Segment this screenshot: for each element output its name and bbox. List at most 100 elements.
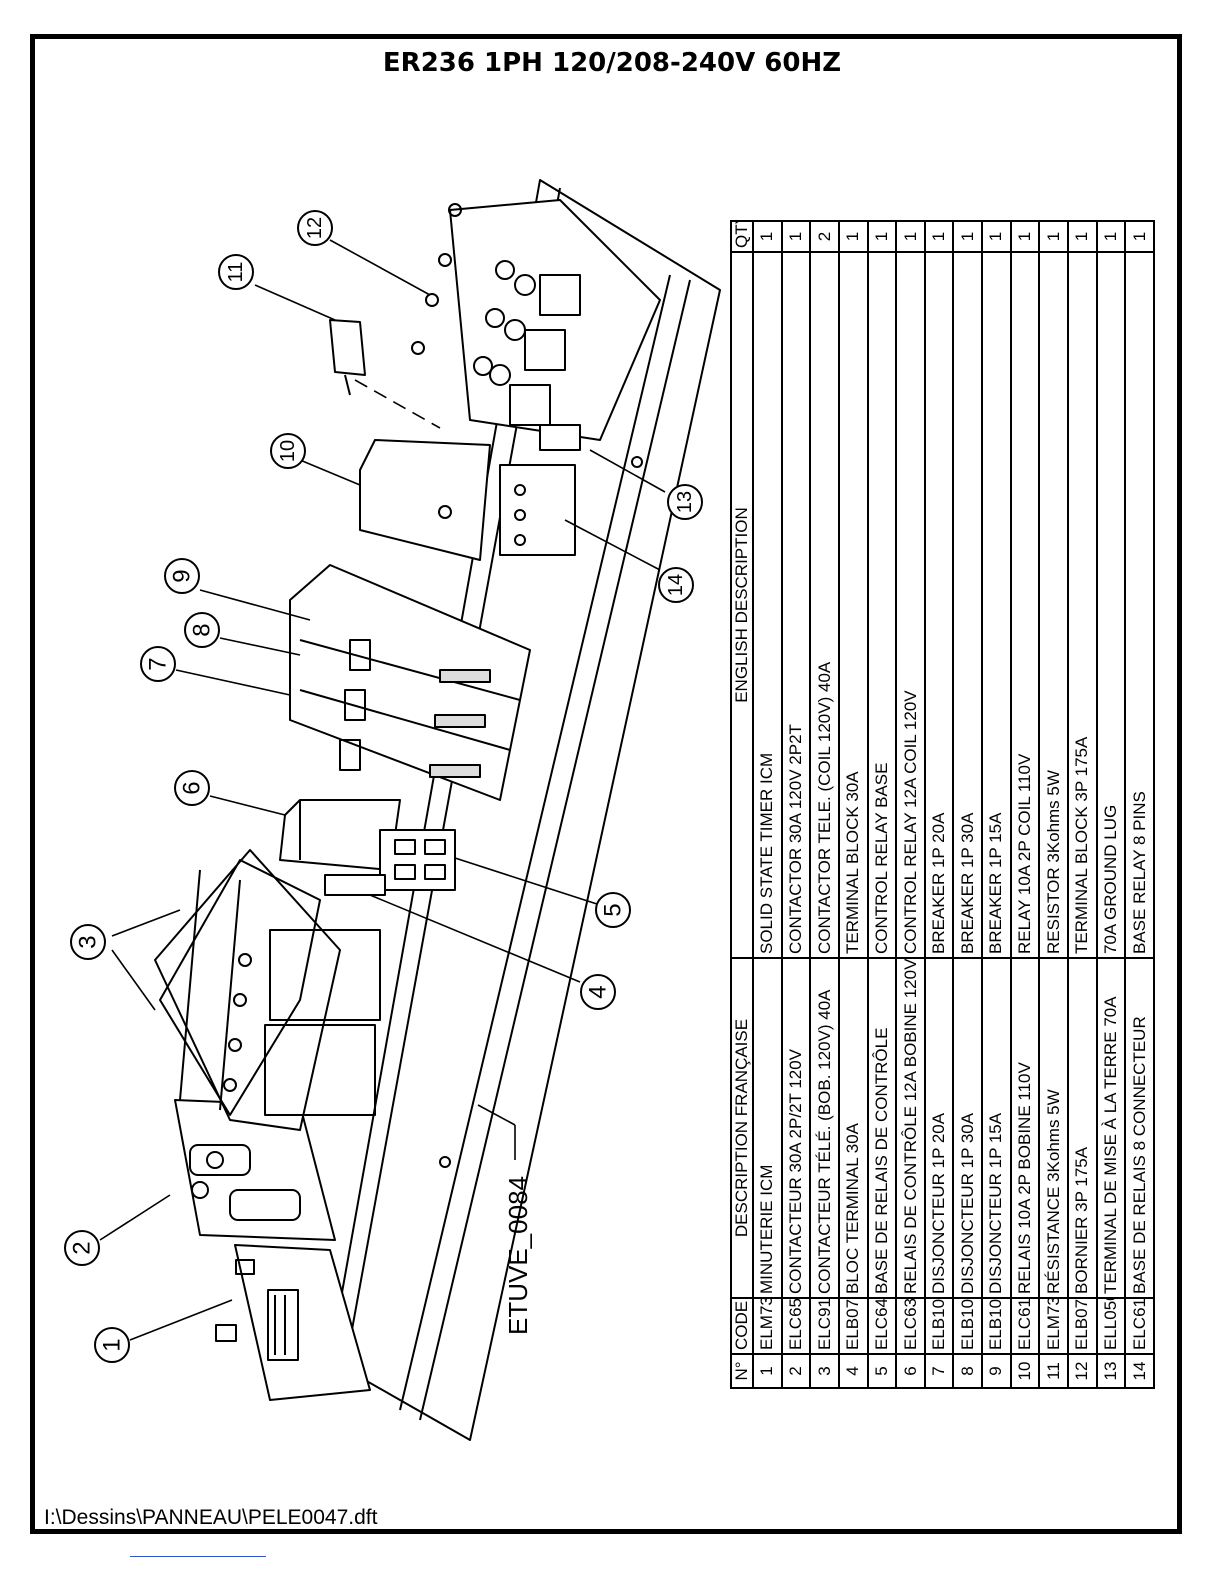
page-underline (130, 1556, 266, 1557)
timer-part (215, 1244, 371, 1401)
cell-qty: 1 (1125, 221, 1154, 252)
cell-fr: MINUTERIE ICM (753, 958, 782, 1298)
cell-qty: 1 (953, 221, 983, 252)
cell-fr: CONTACTEUR 30A 2P/2T 120V (781, 958, 811, 1298)
cell-en: SOLID STATE TIMER ICM (753, 252, 782, 958)
header-fr: DESCRIPTION FRANÇAISE (731, 958, 753, 1298)
cell-en: BASE RELAY 8 PINS (1125, 252, 1154, 958)
cell-code: ELB107 (982, 1298, 1011, 1354)
cell-en: TERMINAL BLOCK 3P 175A (1068, 252, 1097, 958)
header-no: N° (731, 1354, 753, 1388)
cell-en: TERMINAL BLOCK 30A (838, 252, 868, 958)
cell-no: 11 (1039, 1354, 1069, 1388)
cell-code: ELC640 (867, 1298, 897, 1354)
cell-no: 3 (810, 1354, 839, 1388)
callout-circles (64, 210, 703, 1363)
din-rail (329, 179, 721, 1441)
header-code: CODE (731, 1298, 753, 1354)
cell-no: 2 (781, 1354, 811, 1388)
cell-no: 7 (924, 1354, 954, 1388)
cell-en: 70A GROUND LUG (1096, 252, 1126, 958)
cell-qty: 1 (924, 221, 954, 252)
cell-no: 14 (1125, 1354, 1154, 1388)
cell-code: ELB109 (953, 1298, 983, 1354)
cell-qty: 1 (753, 221, 782, 252)
resistor-part (329, 319, 366, 396)
callout-9: 9 (169, 569, 196, 582)
cell-en: RELAY 10A 2P COIL 110V (1010, 252, 1040, 958)
cell-code: ELC915 (810, 1298, 839, 1354)
callout-7: 7 (145, 657, 172, 670)
cell-qty: 1 (1096, 221, 1126, 252)
callout-13: 13 (674, 491, 696, 513)
cell-qty: 1 (1010, 221, 1040, 252)
cell-no: 1 (753, 1354, 782, 1388)
terminal-block-12-part (411, 199, 661, 451)
cell-qty: 1 (838, 221, 868, 252)
cell-fr: BLOC TERMINAL 30A (838, 958, 868, 1298)
callout-11: 11 (225, 262, 247, 283)
cell-no: 5 (867, 1354, 897, 1388)
cell-fr: BASE DE RELAIS DE CONTRÔLE (867, 958, 897, 1298)
cell-no: 10 (1010, 1354, 1040, 1388)
cell-fr: DISJONCTEUR 1P 30A (953, 958, 983, 1298)
cell-no: 9 (982, 1354, 1011, 1388)
cell-code: ELL050 (1096, 1298, 1126, 1354)
cell-fr: BORNIER 3P 175A (1068, 958, 1097, 1298)
callout-8: 8 (189, 623, 216, 636)
cell-en: CONTROL RELAY 12A COIL 120V (896, 252, 925, 958)
drawing-title: ER236 1PH 120/208-240V 60HZ (382, 48, 842, 78)
cell-no: 8 (953, 1354, 983, 1388)
cell-code: ELM735 (753, 1298, 782, 1354)
callout-10: 10 (277, 440, 299, 462)
cell-fr: RELAIS DE CONTRÔLE 12A BOBINE 120V (896, 958, 925, 1298)
terminal-block-4-part (324, 874, 386, 896)
cell-code: ELB073 (838, 1298, 868, 1354)
file-path: I:\Dessins\PANNEAU\PELE0047.dft (44, 1506, 378, 1529)
table-header-row: N° CODE DESCRIPTION FRANÇAISE ENGLISH DE… (731, 221, 753, 1388)
cell-fr: RÉSISTANCE 3Kohms 5W (1039, 958, 1069, 1298)
cell-fr: RELAIS 10A 2P BOBINE 110V (1010, 958, 1040, 1298)
callout-5: 5 (600, 903, 627, 916)
cell-code: ELC615 (1010, 1298, 1040, 1354)
cell-en: BREAKER 1P 20A (924, 252, 954, 958)
callout-14: 14 (665, 574, 687, 596)
callout-6: 6 (179, 781, 206, 794)
cell-qty: 1 (982, 221, 1011, 252)
parts-table: N° CODE DESCRIPTION FRANÇAISE ENGLISH DE… (730, 220, 1155, 1389)
cell-no: 13 (1096, 1354, 1126, 1388)
cell-code: ELC630 (896, 1298, 925, 1354)
cell-code: ELC617 (1125, 1298, 1154, 1354)
drawing-frame (30, 34, 1182, 1534)
breakers-part (289, 564, 531, 801)
cell-code: ELB072 (1068, 1298, 1097, 1354)
cell-qty: 1 (1039, 221, 1069, 252)
callout-1: 1 (99, 1338, 126, 1351)
cell-fr: DISJONCTEUR 1P 15A (982, 958, 1011, 1298)
cell-fr: DISJONCTEUR 1P 20A (924, 958, 954, 1298)
callout-12: 12 (304, 217, 326, 239)
parts-table-container: N° CODE DESCRIPTION FRANÇAISE ENGLISH DE… (730, 220, 1155, 1389)
leader-lines (99, 239, 666, 1341)
cell-en: RESISTOR 3Kohms 5W (1039, 252, 1069, 958)
cell-qty: 1 (896, 221, 925, 252)
relay-base-5-part (379, 829, 456, 891)
callout-4: 4 (585, 985, 612, 998)
cell-en: CONTACTOR 30A 120V 2P2T (781, 252, 811, 958)
assembly-label: ETUVE_0084 (503, 1176, 533, 1335)
